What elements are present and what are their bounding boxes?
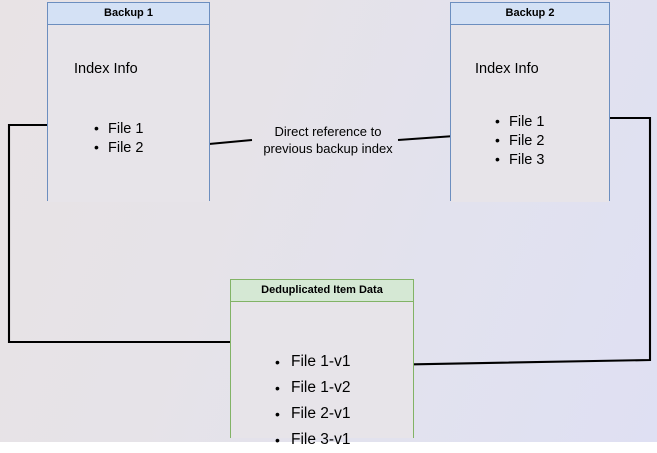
backup1-header: Backup 1 <box>48 3 209 25</box>
direct-reference-line-2: previous backup index <box>263 141 393 156</box>
deduplicated-item-data-box[interactable]: Deduplicated Item Data File 1-v1 File 1-… <box>230 279 414 453</box>
list-item: File 2 <box>94 138 143 158</box>
direct-reference-line-1: Direct reference to <box>274 124 382 139</box>
dedup-file-list: File 1-v1 File 1-v2 File 2-v1 File 3-v1 <box>275 349 350 453</box>
diagram-canvas: Backup 1 Index Info File 1 File 2 Backup… <box>0 0 657 442</box>
list-item: File 3-v1 <box>275 427 350 453</box>
list-item: File 1-v2 <box>275 375 350 401</box>
backup2-file-list: File 1 File 2 File 3 <box>495 112 544 170</box>
backup2-index-info-title: Index Info <box>475 61 539 77</box>
deduplicated-item-data-header: Deduplicated Item Data <box>231 280 413 302</box>
list-item: File 1 <box>94 119 143 139</box>
list-item: File 2 <box>495 131 544 151</box>
list-item: File 2-v1 <box>275 401 350 427</box>
list-item: File 1-v1 <box>275 349 350 375</box>
deduplicated-item-data-body: File 1-v1 File 1-v2 File 2-v1 File 3-v1 <box>231 302 413 453</box>
list-item: File 1 <box>495 112 544 132</box>
backup2-body: Index Info File 1 File 2 File 3 <box>451 25 609 202</box>
backup1-file-list: File 1 File 2 <box>94 119 143 158</box>
list-item: File 3 <box>495 150 544 170</box>
direct-reference-annotation: Direct reference to previous backup inde… <box>248 123 408 157</box>
backup1-body: Index Info File 1 File 2 <box>48 25 209 202</box>
backup1-index-info-title: Index Info <box>74 61 138 77</box>
backup2-box[interactable]: Backup 2 Index Info File 1 File 2 File 3 <box>450 2 610 202</box>
backup2-header: Backup 2 <box>451 3 609 25</box>
backup1-box[interactable]: Backup 1 Index Info File 1 File 2 <box>47 2 210 202</box>
